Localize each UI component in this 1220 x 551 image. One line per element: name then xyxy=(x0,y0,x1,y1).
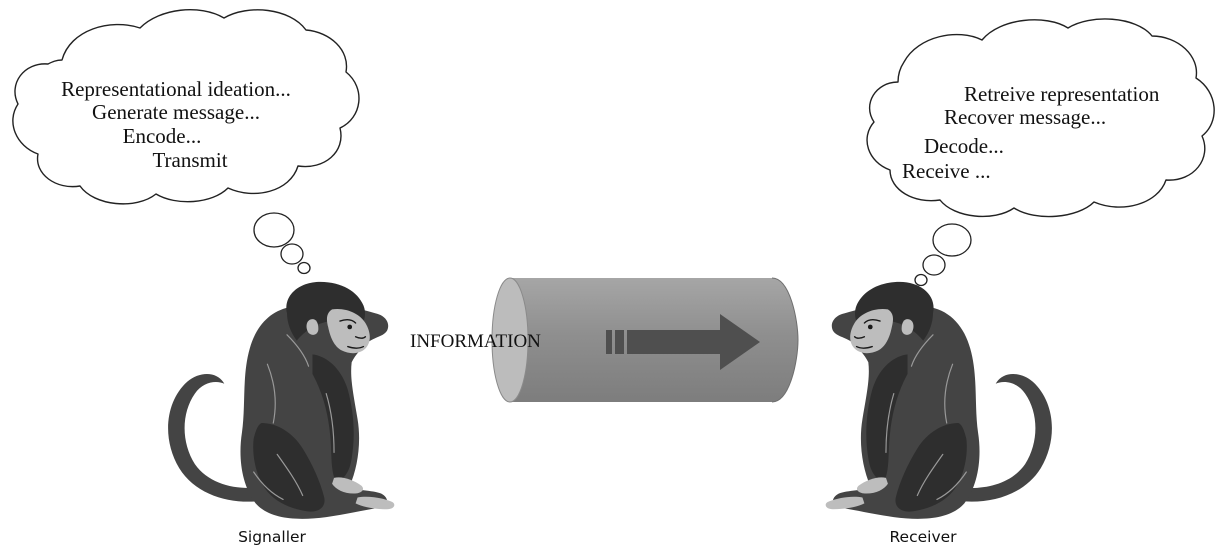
receiver-thought-cloud xyxy=(866,18,1215,287)
receiver-thought-line-4: Receive ... xyxy=(902,159,991,183)
receiver-thought-line-2: Recover message... xyxy=(944,105,1106,129)
signaller-thought-bubble-medium xyxy=(280,243,304,265)
signaller-monkey-icon xyxy=(167,281,395,520)
receiver-label: Receiver xyxy=(889,528,957,546)
signaller-label: Signaller xyxy=(238,528,306,546)
receiver-thought-bubble-large xyxy=(932,223,972,257)
signaller-thought-line-4: Transmit xyxy=(152,148,227,172)
arrow-right-icon xyxy=(606,314,760,370)
receiver-thought-bubble-small xyxy=(914,273,928,287)
channel-cylinder-opening xyxy=(491,277,529,403)
receiver-monkey-icon xyxy=(825,281,1053,520)
signaller-thought-line-1: Representational ideation... xyxy=(61,77,291,101)
signaller-thought-bubble-small xyxy=(297,261,311,275)
receiver-thought-line-3: Decode... xyxy=(924,134,1004,158)
signaller-thought-line-3: Encode... xyxy=(123,124,202,148)
channel-label: INFORMATION xyxy=(410,331,541,352)
receiver-thought-bubble-medium xyxy=(922,254,946,276)
receiver-thought-line-1: Retreive representation xyxy=(964,82,1160,106)
signaller-thought-bubble-large xyxy=(253,212,295,248)
signaller-thought-line-2: Generate message... xyxy=(92,100,260,124)
signaller-thought-cloud xyxy=(12,9,360,275)
